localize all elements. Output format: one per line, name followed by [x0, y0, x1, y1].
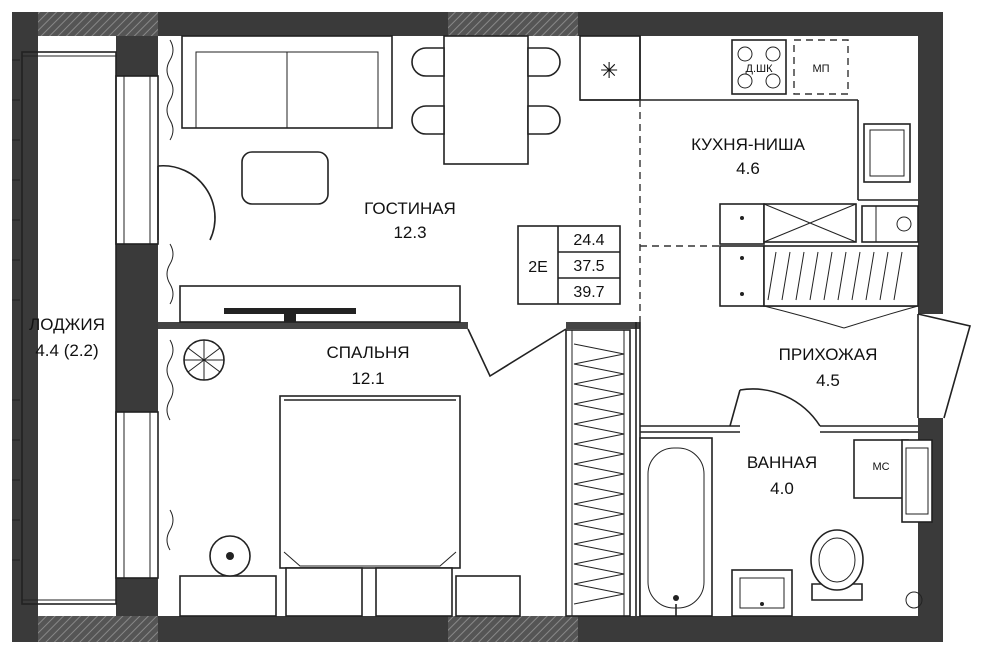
summary-table — [517, 225, 621, 305]
hall-area: 4.5 — [816, 371, 840, 390]
area-total: 37.5 — [573, 258, 604, 275]
bath-area: 4.0 — [770, 479, 794, 498]
bedroom-name: СПАЛЬНЯ — [326, 343, 409, 362]
loggia-area: 4.4 (2.2) — [35, 341, 98, 360]
kitchen-area: 4.6 — [736, 159, 760, 178]
hall-wardrobe — [719, 203, 919, 329]
living-area: 12.3 — [393, 223, 426, 242]
loggia — [12, 51, 216, 605]
wardrobe-hangers — [767, 251, 903, 301]
bedroom-furniture — [179, 329, 631, 617]
dining-chairs — [411, 47, 561, 135]
outer-walls — [12, 12, 943, 642]
bedroom-area: 12.1 — [351, 369, 384, 388]
kitchen-furniture — [580, 36, 918, 322]
area-with-loggia: 39.7 — [573, 284, 604, 301]
area-living: 24.4 — [573, 232, 604, 249]
curtains — [166, 39, 174, 551]
bathroom-furniture — [639, 437, 933, 617]
fridge-icon: ✳ — [600, 58, 618, 83]
hall-name: ПРИХОЖАЯ — [779, 345, 878, 364]
washer-label: МС — [872, 461, 889, 473]
loggia-name: ЛОДЖИЯ — [29, 315, 105, 334]
dishwasher-label: МП — [812, 63, 829, 75]
living-furniture — [179, 35, 641, 323]
living-name: ГОСТИНАЯ — [364, 199, 456, 218]
bath-name: ВАННАЯ — [747, 453, 817, 472]
bedroom-wardrobe-hangers — [573, 343, 625, 605]
stove-label: Д.ШК — [746, 63, 774, 75]
kitchen-name: КУХНЯ-НИША — [691, 135, 806, 154]
apartment-type: 2Е — [528, 259, 548, 276]
loggia-wall-ticks — [12, 59, 20, 561]
